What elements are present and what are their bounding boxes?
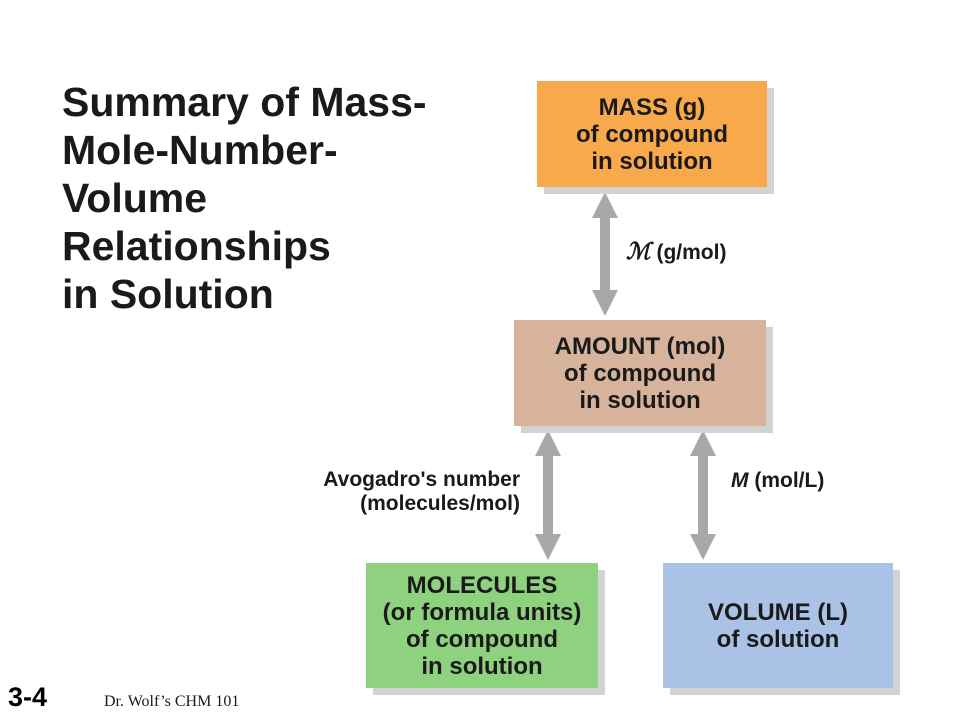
volume-box-line: of solution [716, 625, 840, 653]
molarity-unit: (mol/L) [754, 469, 825, 492]
slide-number: 3-4 [8, 682, 48, 712]
molarity-symbol: M [731, 469, 749, 492]
double-arrow-mass-amount [592, 192, 618, 316]
molar-mass-label: ℳ (g/mol) [626, 240, 726, 265]
molecules-box-line: MOLECULES [406, 571, 558, 599]
molecules-box-line: of compound [406, 625, 558, 653]
molar-mass-symbol: ℳ [626, 238, 651, 265]
title-line: Mole-Number- [62, 127, 338, 173]
molar-mass-unit: (g/mol) [656, 241, 727, 264]
double-arrow-amount-volume [690, 430, 716, 560]
double-arrow-amount-molecules [535, 430, 561, 560]
diagram-title: Summary of Mass- Mole-Number- Volume Rel… [62, 78, 502, 318]
molecules-box-line: (or formula units) [382, 598, 582, 626]
title-line: in Solution [62, 271, 274, 317]
molarity-label: M (mol/L) [731, 469, 824, 493]
amount-box-line: of compound [564, 359, 716, 387]
avogadro-label-line: (molecules/mol) [360, 492, 520, 515]
amount-box: AMOUNT (mol) of compound in solution [514, 320, 766, 426]
amount-box-line: in solution [579, 386, 701, 414]
title-line: Volume [62, 175, 208, 221]
molecules-box: MOLECULES (or formula units) of compound… [366, 563, 598, 688]
volume-box-line: VOLUME (L) [708, 598, 848, 626]
volume-box: VOLUME (L) of solution [663, 563, 893, 688]
avogadro-label: Avogadro's number (molecules/mol) [288, 468, 520, 516]
title-line: Summary of Mass- [62, 79, 427, 125]
molecules-box-line: in solution [421, 652, 543, 680]
amount-box-line: AMOUNT (mol) [554, 332, 726, 360]
avogadro-label-line: Avogadro's number [323, 468, 520, 491]
mass-box: MASS (g) of compound in solution [537, 81, 767, 187]
mass-box-line: of compound [576, 120, 728, 148]
mass-box-line: MASS (g) [598, 93, 706, 121]
mass-box-line: in solution [591, 147, 713, 175]
course-footer: Dr. Wolf’s CHM 101 [104, 693, 240, 710]
title-line: Relationships [62, 223, 331, 269]
